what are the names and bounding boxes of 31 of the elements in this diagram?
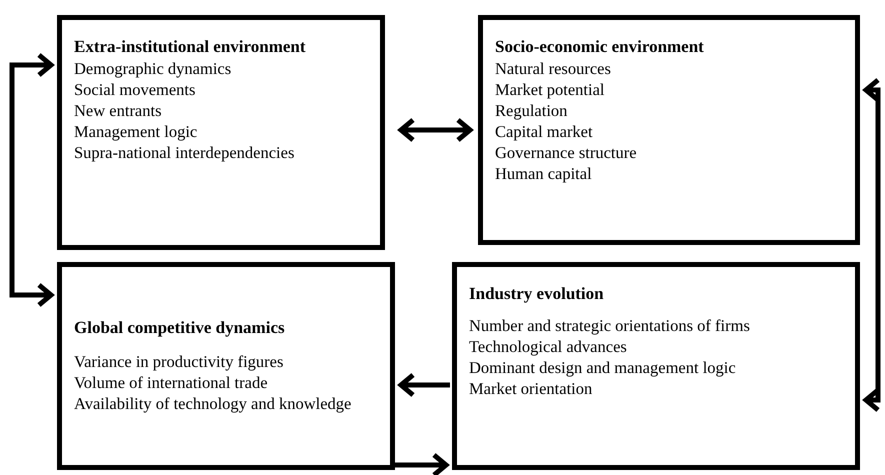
box-heading: Global competitive dynamics (74, 317, 286, 339)
list-item: Regulation (495, 100, 568, 121)
list-item: Technological advances (469, 336, 628, 357)
text-box (57, 262, 395, 470)
text-box (452, 262, 860, 470)
text-box (478, 15, 860, 245)
list-item: Natural resources (495, 58, 612, 79)
text-box (57, 15, 385, 250)
list-item: Social movements (74, 79, 196, 100)
list-item: Supra-national interdependencies (74, 142, 296, 163)
arrow (395, 452, 448, 475)
box-heading: Industry evolution (469, 283, 605, 305)
arrow (398, 372, 450, 398)
list-item: New entrants (74, 100, 163, 121)
list-item: Human capital (495, 163, 593, 184)
list-item: Governance structure (495, 142, 638, 163)
arrow (10, 52, 54, 308)
list-item: Variance in productivity figures (74, 351, 284, 372)
arrow (864, 78, 880, 412)
list-item: Volume of international trade (74, 372, 269, 393)
list-item: Market orientation (469, 378, 594, 399)
list-item: Demographic dynamics (74, 58, 232, 79)
list-item: Market potential (495, 79, 606, 100)
list-item: Number and strategic orientations of firms (469, 315, 751, 336)
list-item: Management logic (74, 121, 198, 142)
arrow (398, 118, 472, 142)
list-item: Dominant design and management logic (469, 357, 737, 378)
box-heading: Extra-institutional environment (74, 36, 307, 58)
box-heading: Socio-economic environment (495, 36, 705, 58)
list-item: Availability of technology and knowledge (74, 393, 352, 414)
list-item: Capital market (495, 121, 594, 142)
